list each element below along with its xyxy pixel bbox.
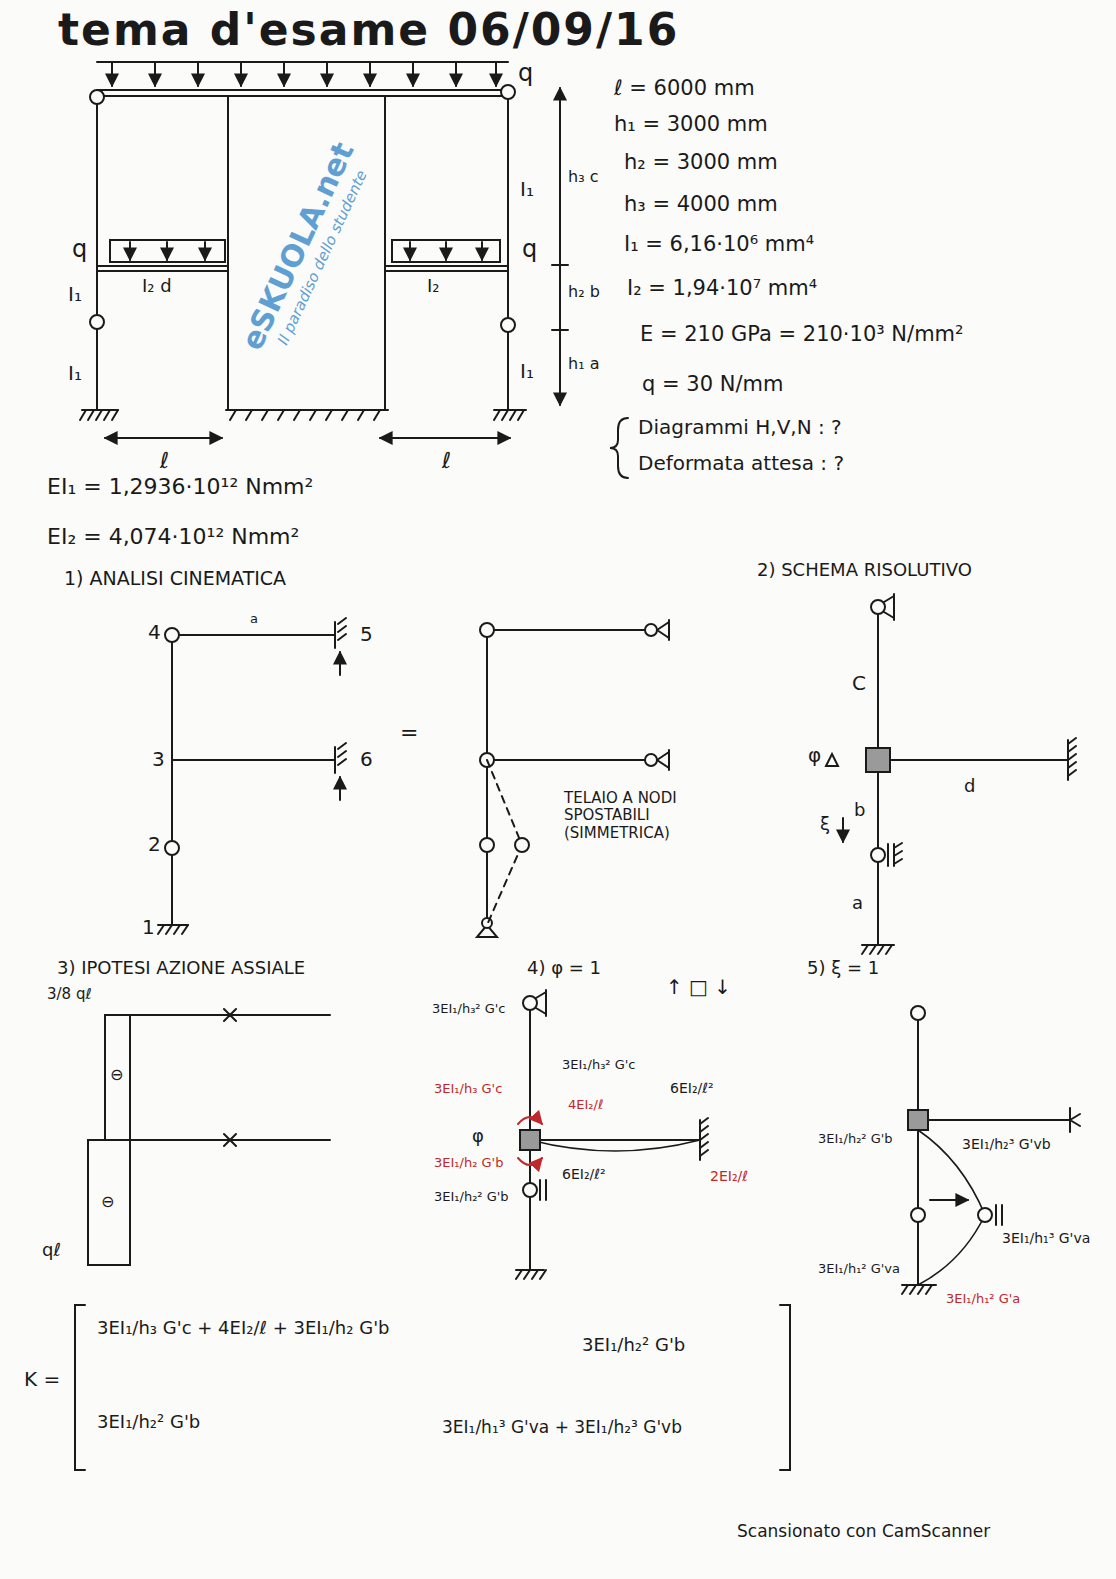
annotation-text: 1 <box>140 916 157 939</box>
annotation-text: 2EI₂/ℓ <box>708 1168 750 1184</box>
annotation-text: a <box>248 612 260 627</box>
annotation-text: I₁ <box>66 283 84 306</box>
annotation-text: qℓ <box>40 1240 63 1261</box>
annotation-text: 4 <box>146 621 163 644</box>
annotation-text: Deformata attesa : ? <box>636 452 846 475</box>
annotation-text: h₃ c <box>566 168 600 186</box>
annotation-text: I₂ <box>425 276 442 297</box>
annotation-text: 3) IPOTESI AZIONE ASSIALE <box>55 958 307 979</box>
annotation-text: I₂ = 1,94·10⁷ mm⁴ <box>625 276 819 300</box>
annotation-text: ℓ <box>158 448 171 473</box>
annotation-text: Diagrammi H,V,N : ? <box>636 416 844 439</box>
annotation-text: 3EI₁/h₂³ G'vb <box>960 1136 1053 1152</box>
annotation-text: q <box>516 60 535 88</box>
annotation-text: 5 <box>358 623 375 646</box>
annotation-text: 2) SCHEMA RISOLUTIVO <box>755 560 974 581</box>
annotation-text: 6 <box>358 748 375 771</box>
annotation-text: 3EI₁/h₃² G'c <box>560 1058 638 1073</box>
annotation-text: 3EI₁/h₂² G'b <box>432 1190 511 1205</box>
annotation-text: 3EI₁/h₁² G'a <box>944 1292 1022 1307</box>
annotation-text: ℓ <box>440 448 453 473</box>
page-title: tema d'esame 06/09/16 <box>58 6 679 54</box>
annotation-text: I₂ d <box>140 276 174 297</box>
annotation-text: ↑ □ ↓ <box>664 976 733 999</box>
annotation-text: ξ <box>818 814 832 835</box>
annotation-text: q <box>520 236 539 264</box>
annotation-text: I₁ <box>518 178 536 201</box>
annotation-text: TELAIO A NODI SPOSTABILI (SIMMETRICA) <box>562 790 691 842</box>
annotation-text: 6EI₂/ℓ² <box>560 1166 608 1182</box>
annotation-text: K = <box>22 1368 62 1391</box>
annotation-text: 3EI₁/h₃ G'c + 4EI₂/ℓ + 3EI₁/h₂ G'b <box>95 1318 392 1339</box>
annotation-text: 3EI₁/h₂ G'b <box>432 1156 505 1171</box>
annotation-text: h₂ b <box>566 283 602 301</box>
annotation-text: 3EI₁/h₂² G'b <box>580 1335 687 1356</box>
annotation-text: 3EI₁/h₂² G'b <box>816 1132 895 1147</box>
annotation-text: 3EI₁/h₁² G'va <box>816 1262 902 1277</box>
annotation-text: 3EI₁/h₁³ G'va <box>1000 1230 1092 1246</box>
annotation-text: 3/8 qℓ <box>45 986 94 1003</box>
annotation-text: 3 <box>150 748 167 771</box>
annotation-text: q <box>70 236 89 264</box>
annotation-text: I₁ <box>66 362 84 385</box>
annotation-text: EI₁ = 1,2936·10¹² Nmm² <box>45 474 315 499</box>
annotation-text: C <box>850 672 868 695</box>
annotation-text: 2 <box>146 833 163 856</box>
annotation-text: d <box>962 776 977 797</box>
annotation-text: I₁ <box>518 360 536 383</box>
annotation-text: φ <box>470 1126 486 1147</box>
annotation-text: I₁ = 6,16·10⁶ mm⁴ <box>622 232 816 256</box>
annotation-text: a <box>850 893 865 914</box>
annotation-text: 3EI₁/h₂² G'b <box>95 1412 202 1433</box>
annotation-text: 4EI₂/ℓ <box>566 1098 605 1113</box>
annotation-text: b <box>852 800 867 821</box>
annotation-text: E = 210 GPa = 210·10³ N/mm² <box>638 322 965 346</box>
annotation-text: h₁ = 3000 mm <box>612 112 770 136</box>
annotation-text: 4) φ = 1 <box>525 958 603 979</box>
annotation-text: 5) ξ = 1 <box>805 958 881 979</box>
annotation-text: = <box>398 720 420 745</box>
annotation-text: 3EI₁/h₃ G'c <box>432 1082 504 1097</box>
annotation-text: φ <box>806 744 823 767</box>
annotation-text: ℓ = 6000 mm <box>612 76 757 100</box>
watermark: eSKUOLA.netIl paradiso dello studente <box>234 137 378 364</box>
annotation-text: EI₂ = 4,074·10¹² Nmm² <box>45 524 301 549</box>
annotation-text: h₁ a <box>566 355 601 373</box>
annotation-text: ⊖ <box>108 1066 125 1084</box>
annotation-text: 6EI₂/ℓ² <box>668 1080 716 1096</box>
annotation-text: Scansionato con CamScanner <box>735 1522 992 1542</box>
annotation-text: h₂ = 3000 mm <box>622 150 780 174</box>
annotation-text: 1) ANALISI CINEMATICA <box>62 568 288 590</box>
annotation-text: 3EI₁/h₃² G'c <box>430 1002 508 1017</box>
annotation-text: q = 30 N/mm <box>640 372 785 396</box>
annotation-text: 3EI₁/h₁³ G'va + 3EI₁/h₂³ G'vb <box>440 1418 684 1438</box>
annotation-text: h₃ = 4000 mm <box>622 192 780 216</box>
annotation-text: ⊖ <box>99 1193 116 1211</box>
